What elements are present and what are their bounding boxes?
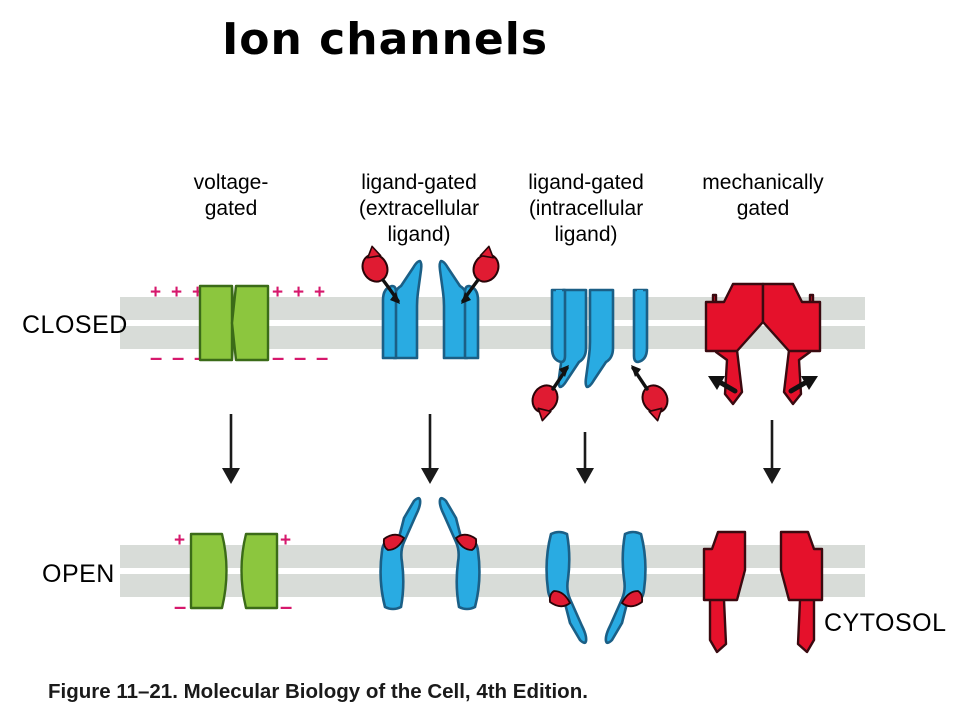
membrane-closed — [120, 297, 865, 349]
charge-plus-symbol: + — [314, 282, 325, 303]
ligand-channel-extracellular-subunit-right-closed — [438, 259, 469, 360]
charge-plus-symbol: + — [171, 282, 182, 303]
transition-arrow-ligand-gated-intracellular — [576, 432, 594, 484]
voltage-gated-subunit-left-open — [189, 532, 228, 610]
channel-ligand-gated-intracellular-open — [545, 530, 647, 645]
cytosol-label: CYTOSOL — [824, 609, 947, 637]
column-label-line: (intracellular — [529, 197, 643, 220]
ligand-binding-arrowhead-right — [631, 365, 641, 377]
column-label-ligand-gated-intracellular: ligand-gated (intracellular ligand) — [528, 171, 644, 246]
ligand-channel-intracellular-subunit-right-closed — [584, 288, 615, 389]
charge-minus-symbol: – — [174, 594, 186, 619]
charge-plus-symbol: + — [280, 530, 291, 551]
charges-closed-left-positive: + + + — [150, 282, 203, 303]
charges-closed-right-negative: – – – — [272, 345, 328, 370]
charge-plus-symbol: + — [293, 282, 304, 303]
voltage-gated-subunit-right-closed — [230, 284, 270, 362]
voltage-gated-subunit-left-closed — [198, 284, 236, 362]
ligand-molecule-right-tip — [648, 407, 663, 422]
membrane-inner-leaflet — [120, 574, 865, 597]
charge-plus-symbol: + — [174, 530, 185, 551]
transition-arrow-ligand-gated-extracellular — [421, 414, 439, 484]
charge-minus-symbol: – — [150, 345, 162, 370]
page-title: Ion channels — [221, 14, 549, 65]
channel-mechanically-gated-closed — [704, 282, 822, 406]
charge-plus-symbol: + — [272, 282, 283, 303]
mechanical-force-arrowhead-left — [708, 376, 725, 390]
mechanical-leg-right-open — [796, 594, 816, 654]
arrow-head — [763, 468, 781, 484]
mechanical-subunit-right-open — [779, 530, 824, 602]
ligand-bound-right — [455, 533, 478, 551]
arrow-head — [222, 468, 240, 484]
charges-closed-right-positive: + + + — [272, 282, 325, 303]
membrane-midline — [120, 568, 865, 574]
ligand-binding-arrowhead-left — [559, 365, 569, 377]
membrane-midline — [120, 320, 865, 326]
membrane-inner-leaflet — [120, 326, 865, 349]
ligand-binding-arrowhead-right — [461, 292, 471, 304]
charge-minus-symbol: – — [172, 345, 184, 370]
charge-minus-symbol: – — [280, 594, 292, 619]
ligand-channel-intracellular-fill-left — [556, 290, 562, 357]
mechanical-force-arrowhead-right — [801, 376, 818, 390]
column-label-mechanically-gated: mechanically gated — [702, 171, 824, 220]
ligand-molecule-left-tip — [366, 245, 382, 259]
channel-ligand-gated-extracellular-open — [379, 496, 481, 611]
column-label-line: (extracellular — [359, 197, 479, 220]
row-label-open: OPEN — [42, 560, 115, 588]
column-label-line: gated — [205, 197, 258, 220]
column-label-line: mechanically — [702, 171, 824, 194]
column-label-line: voltage- — [194, 171, 269, 194]
mechanical-subunit-right-closed — [761, 282, 822, 353]
arrow-head — [576, 468, 594, 484]
charge-plus-symbol: + — [150, 282, 161, 303]
channel-voltage-gated-open: + + – – — [174, 530, 292, 619]
channel-ligand-gated-intracellular-closed — [531, 288, 669, 422]
membrane-open — [120, 545, 865, 597]
transition-arrow-voltage-gated — [222, 414, 240, 484]
channel-ligand-gated-extracellular-closed — [361, 245, 500, 360]
row-open: OPEN + + – – — [42, 496, 947, 654]
row-label-closed: CLOSED — [22, 311, 128, 339]
ligand-bound-right — [621, 590, 644, 608]
charge-minus-symbol: – — [272, 345, 284, 370]
ligand-channel-intracellular-fill-right — [637, 290, 643, 357]
column-label-ligand-gated-extracellular: ligand-gated (extracellular ligand) — [359, 171, 479, 246]
column-label-line: ligand-gated — [528, 171, 644, 194]
mechanical-subunit-left-open — [702, 530, 747, 602]
ligand-bound-left — [548, 590, 571, 608]
ligand-binding-arrowhead-left — [390, 292, 400, 304]
ligand-molecule-left-tip — [537, 407, 552, 422]
transition-arrow-mechanically-gated — [763, 420, 781, 484]
ligand-channel-extracellular-flank-left-closed — [381, 284, 398, 360]
charge-minus-symbol: – — [316, 345, 328, 370]
ligand-molecule-right-tip — [479, 245, 495, 259]
figure-caption: Figure 11–21. Molecular Biology of the C… — [48, 680, 588, 703]
ligand-bound-left — [382, 533, 405, 551]
column-label-line: ligand-gated — [361, 171, 477, 194]
channel-mechanically-gated-open — [702, 530, 824, 654]
charge-plus-symbol: + — [192, 282, 203, 303]
channel-voltage-gated-closed: + + + + + + – – – – – – — [150, 282, 328, 370]
column-label-line: gated — [737, 197, 790, 220]
ligand-channel-extracellular-subunit-left-closed — [392, 259, 423, 360]
charge-minus-symbol: – — [294, 345, 306, 370]
column-label-line: ligand) — [387, 223, 450, 246]
mechanical-leg-left-open — [708, 594, 728, 654]
arrow-head — [421, 468, 439, 484]
column-label-voltage-gated: voltage- gated — [194, 171, 269, 220]
column-labels: voltage- gated ligand-gated (extracellul… — [194, 171, 825, 246]
voltage-gated-subunit-right-open — [240, 532, 279, 610]
membrane-outer-leaflet — [120, 545, 865, 568]
membrane-outer-leaflet — [120, 297, 865, 320]
charges-closed-left-negative: – – – — [150, 345, 206, 370]
ligand-channel-extracellular-flank-right-closed — [463, 284, 480, 360]
row-closed: CLOSED + + + + + + – – – — [22, 245, 865, 422]
transition-arrows — [222, 414, 781, 484]
column-label-line: ligand) — [554, 223, 617, 246]
